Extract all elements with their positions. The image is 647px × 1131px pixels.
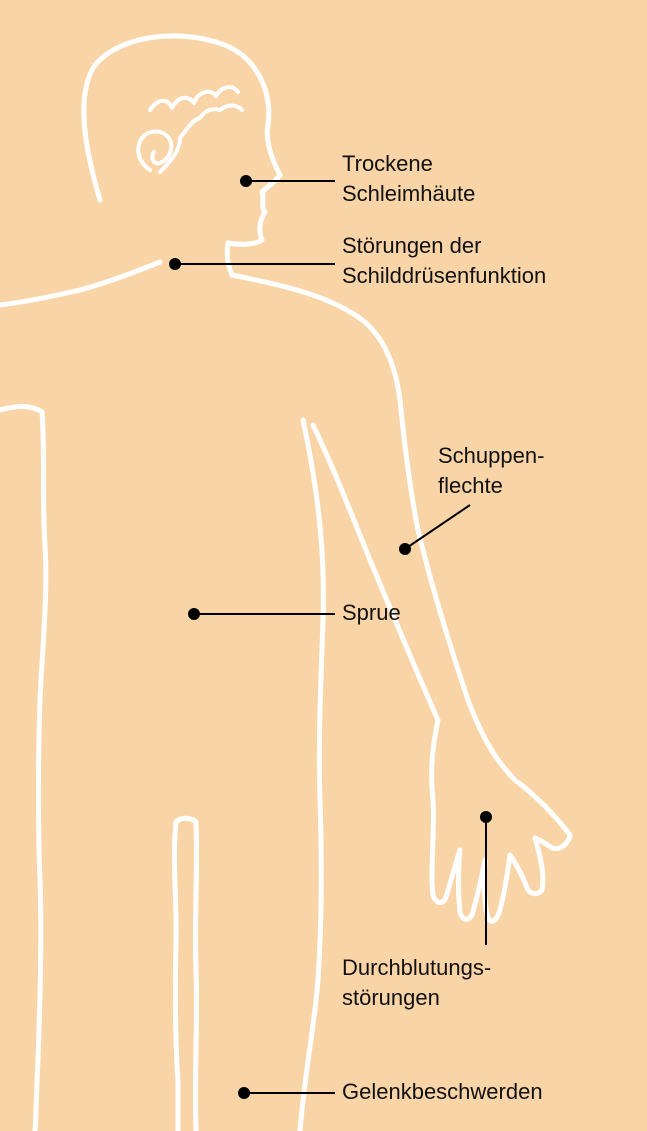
marker-dot-psoriasis	[400, 544, 410, 554]
label-circulation-line2: störungen	[342, 983, 491, 1013]
label-sprue-line1: Sprue	[342, 598, 401, 628]
left-side-outline	[0, 407, 46, 1131]
label-thyroid-line1: Störungen der	[342, 231, 546, 261]
marker-dot-circulation	[481, 812, 491, 822]
label-joint-complaints: Gelenkbeschwerden	[342, 1077, 543, 1107]
label-sprue: Sprue	[342, 598, 401, 628]
label-thyroid-disorders: Störungen der Schilddrüsenfunktion	[342, 231, 546, 291]
marker-dot-joints	[239, 1088, 249, 1098]
hair-outline	[160, 106, 242, 173]
label-dry-mucosa-line1: Trockene	[342, 149, 475, 179]
marker-dot-sprue	[189, 609, 199, 619]
right-leg-outline	[300, 420, 323, 1131]
marker-dot-thyroid	[170, 259, 180, 269]
label-circulation-disorders: Durchblutungs- störungen	[342, 953, 491, 1013]
left-torso-outline	[0, 262, 160, 305]
label-psoriasis-line2: flechte	[438, 471, 544, 501]
label-thyroid-line2: Schilddrüsenfunktion	[342, 261, 546, 291]
label-psoriasis: Schuppen- flechte	[438, 441, 544, 501]
label-dry-mucosa: Trockene Schleimhäute	[342, 149, 475, 209]
label-circulation-line1: Durchblutungs-	[342, 953, 491, 983]
inner-leg-outline	[174, 818, 196, 1131]
label-psoriasis-line1: Schuppen-	[438, 441, 544, 471]
label-joints-line1: Gelenkbeschwerden	[342, 1077, 543, 1107]
label-dry-mucosa-line2: Schleimhäute	[342, 179, 475, 209]
marker-dot-mucosa	[241, 176, 251, 186]
